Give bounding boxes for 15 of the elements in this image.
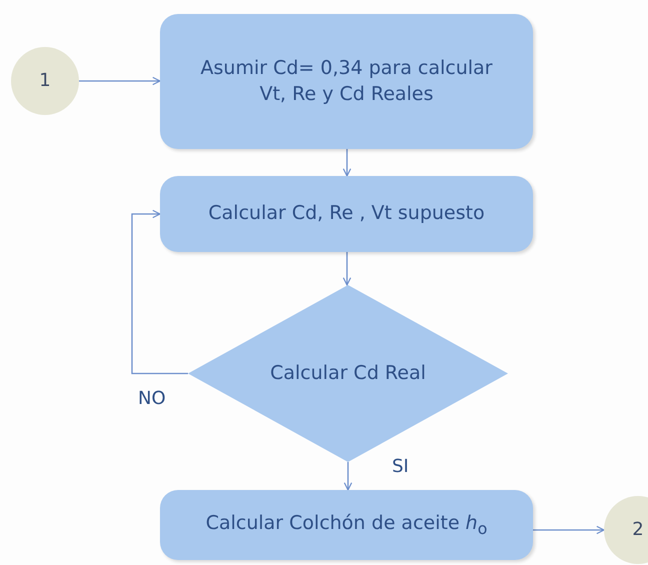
arrow [131, 210, 188, 374]
arrow [533, 526, 605, 534]
process-box [160, 490, 533, 560]
arrow [342, 252, 352, 286]
node-text: Calcular Cd Real [270, 360, 426, 386]
node-text: Calcular Colchón de aceite h$_{o}$ [206, 510, 488, 540]
node-text: 2 [632, 518, 644, 542]
process-box [160, 176, 533, 252]
process-box [160, 14, 533, 149]
node-text: Calcular Cd, Re , Vt supuesto [208, 201, 485, 226]
arrow [344, 462, 352, 491]
arrow [342, 149, 352, 177]
arrow [79, 76, 161, 86]
node-text: 1 [39, 68, 51, 93]
node-text: Asumir Cd= 0,34 para calcular Vt, Re y Cd Reales [200, 56, 494, 106]
